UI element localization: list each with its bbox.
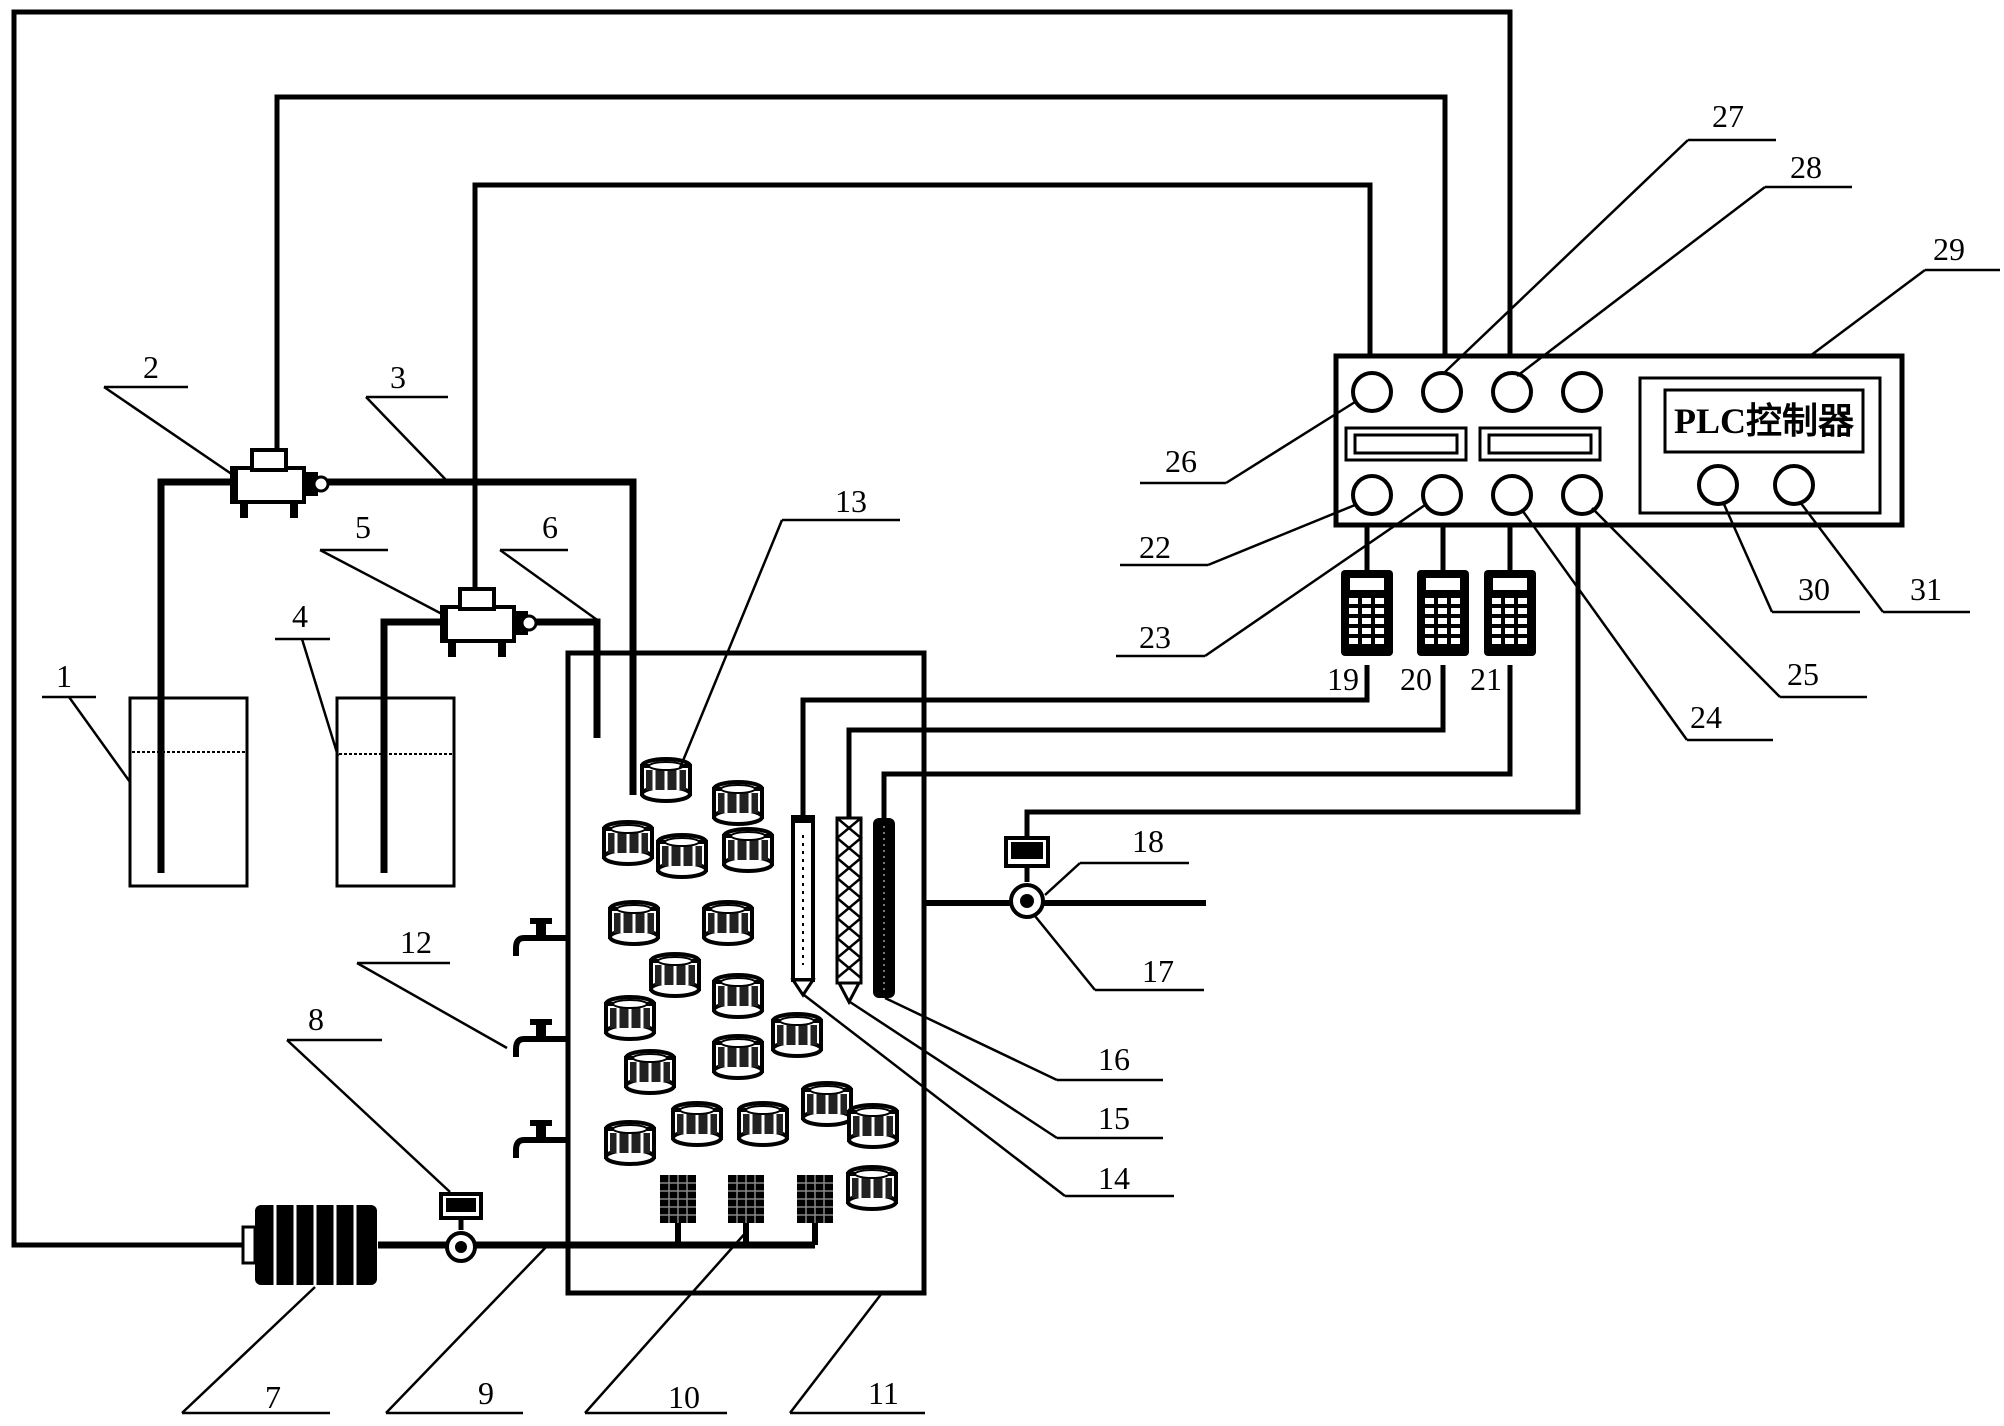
line-pump5-reactor	[528, 618, 601, 738]
callout-24: 24	[1690, 699, 1722, 735]
callout-5: 5	[355, 509, 371, 545]
display-right	[1478, 426, 1602, 462]
callout-3: 3	[390, 359, 406, 395]
callout-1: 1	[56, 658, 72, 694]
meter-21	[1484, 570, 1536, 656]
callout-10: 10	[668, 1379, 700, 1415]
callout-18: 18	[1132, 823, 1164, 859]
line-tank1-pump2	[157, 478, 236, 873]
callout-17: 17	[1142, 953, 1174, 989]
callout-6: 6	[542, 509, 558, 545]
terminal-26	[1351, 371, 1393, 413]
callout-29: 29	[1933, 231, 1965, 267]
display-left	[1344, 426, 1468, 462]
terminal-24	[1491, 474, 1533, 516]
callout-16: 16	[1098, 1041, 1130, 1077]
callout-9: 9	[478, 1375, 494, 1411]
meters	[1341, 525, 1536, 656]
callout-22: 22	[1139, 529, 1171, 565]
callout-25: 25	[1787, 656, 1819, 692]
chemical-tank-4	[335, 696, 456, 888]
callout-8: 8	[308, 1001, 324, 1037]
meter-20	[1417, 570, 1469, 656]
callout-11: 11	[868, 1375, 899, 1411]
line-tank4-pump5	[380, 618, 445, 873]
terminal-27	[1421, 371, 1463, 413]
aeration-diffusers-10	[659, 1174, 834, 1224]
callout-4: 4	[292, 598, 308, 634]
callout-26: 26	[1165, 443, 1197, 479]
callout-23: 23	[1139, 619, 1171, 655]
wire-26-to-pump-5	[472, 182, 1373, 595]
callout-28: 28	[1790, 149, 1822, 185]
terminal-spare	[1561, 371, 1603, 413]
metering-pump-2	[230, 448, 330, 518]
control-cabinet-29: PLC控制器	[1333, 353, 1905, 528]
meter-19	[1341, 570, 1393, 656]
terminal-23	[1421, 474, 1463, 516]
wire-28-to-pump-2	[274, 94, 1448, 455]
callout-21: 21	[1470, 661, 1502, 697]
callout-31: 31	[1910, 571, 1942, 607]
callout-2: 2	[143, 349, 159, 385]
terminal-25	[1561, 474, 1603, 516]
callout-13: 13	[835, 483, 867, 519]
callout-14: 14	[1098, 1160, 1130, 1196]
leader-lines	[42, 138, 2000, 1415]
callout-numbers: 1 2 3 4 5 6 7 8 9 10 11 12 13 14 15 16 1…	[56, 98, 1965, 1415]
callout-7: 7	[265, 1379, 281, 1415]
line-pump2-reactor	[322, 478, 637, 795]
metering-pump-5	[440, 587, 538, 657]
probe-15	[835, 816, 863, 1006]
chemical-tank-1	[128, 696, 249, 888]
wire-21-to-probe-16	[881, 665, 1513, 820]
wire-27-to-air-valve	[11, 9, 1513, 1248]
callout-15: 15	[1098, 1100, 1130, 1136]
terminal-22	[1351, 474, 1393, 516]
callout-12: 12	[400, 924, 432, 960]
callout-20: 20	[1400, 661, 1432, 697]
terminal-28	[1491, 371, 1533, 413]
callout-27: 27	[1712, 98, 1744, 134]
wire-25-to-valve-17	[1024, 525, 1581, 842]
wire-20-to-probe-15	[846, 665, 1446, 820]
control-wires	[11, 9, 1581, 1248]
plc-label: PLC控制器	[1674, 401, 1855, 441]
air-solenoid-valve-8	[439, 1192, 483, 1263]
reactor-tank-11	[565, 650, 927, 1296]
knob-30	[1697, 464, 1739, 506]
probe-16	[873, 818, 895, 998]
sampling-taps-12	[516, 918, 568, 1158]
wire-19-to-probe-14	[800, 665, 1370, 820]
outlet-valve-17	[1004, 836, 1050, 919]
callout-19: 19	[1327, 661, 1359, 697]
dosing-lines	[157, 478, 637, 873]
air-blower-7	[241, 1205, 377, 1285]
probe-14	[790, 815, 816, 998]
knob-31	[1773, 464, 1815, 506]
callout-30: 30	[1798, 571, 1830, 607]
